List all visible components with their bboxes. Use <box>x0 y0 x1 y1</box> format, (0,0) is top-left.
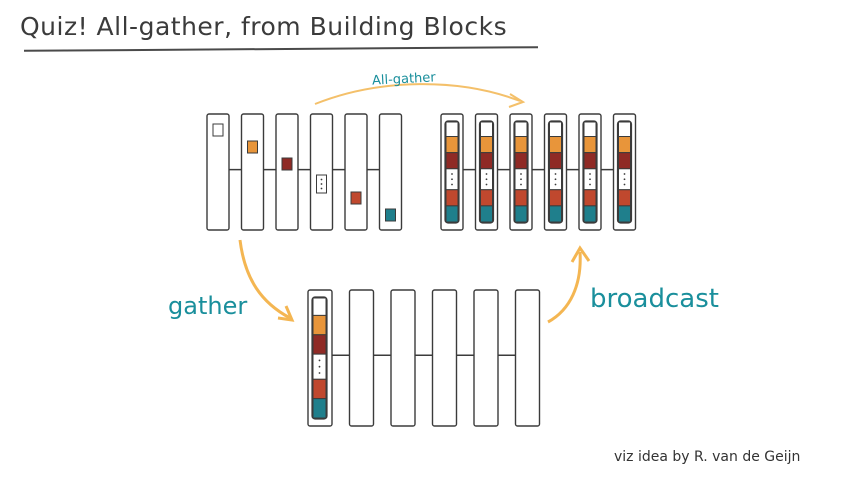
allgather-node-1-block-orange <box>445 136 459 154</box>
initial-node-2-block-orange <box>247 140 258 154</box>
allgather-node-5-block-teal <box>583 205 597 223</box>
credit-text: viz idea by R. van de Geijn <box>614 449 801 465</box>
broadcast-arrow <box>547 251 582 324</box>
allgather-node-4-stack-outline <box>547 120 564 224</box>
allgather-node-3-block-teal <box>514 205 528 223</box>
gather-root-block-white <box>312 297 327 316</box>
allgather-node-4-block-dark-red <box>549 152 562 170</box>
gather-root-block-orange <box>312 314 327 336</box>
allgather-node-6-block-white <box>618 121 631 138</box>
initial-node-1 <box>206 113 230 231</box>
initial-node-4 <box>309 113 334 231</box>
gather-root-block-teal <box>312 398 327 419</box>
initial-node-2 <box>240 113 265 231</box>
allgather-node-3-block-dark-red <box>514 152 528 170</box>
gather-root-ellipsis-dot <box>318 365 321 368</box>
allgather-node-5-block-red <box>583 189 597 207</box>
gather-root-ellipsis-dot <box>318 372 321 374</box>
allgather-node-3-ellipsis-dot <box>520 178 522 181</box>
initial-node-1-block-white <box>212 123 224 137</box>
gather-node-5 <box>473 289 499 427</box>
allgather-node-2-stack-outline <box>478 120 495 224</box>
initial-node-4-ellipsis-dot <box>320 178 323 181</box>
gather-node-6 <box>514 289 541 427</box>
allgather-node-3-ellipsis-dot <box>520 173 522 175</box>
allgather-node-2-block-white <box>480 121 493 138</box>
gather-arrowhead <box>277 305 295 322</box>
allgather-node-1-ellipsis-dot <box>451 178 453 181</box>
allgather-node-6-block-red <box>618 189 631 207</box>
allgather-node-1-block-teal <box>445 205 459 223</box>
gather-result-panel <box>307 289 541 427</box>
initial-node-5-block-red <box>350 191 362 205</box>
gather-node-4 <box>431 289 458 427</box>
allgather-node-6-ellipsis-dot <box>623 178 626 181</box>
gather-root-block-red <box>312 378 327 400</box>
allgather-node-5-block-dark-red <box>583 152 597 170</box>
allgather-node-6-stack-outline <box>616 120 633 224</box>
gather-node-3 <box>390 289 416 427</box>
allgather-node-2-block-orange <box>480 136 493 154</box>
allgather-node-1-block-red <box>445 189 459 207</box>
allgather-node-2-block-dark-red <box>480 152 493 170</box>
allgather-node-3-stack-outline <box>513 120 529 224</box>
allgather-node-6-block-dark-red <box>618 152 631 170</box>
allgather-node-5-ellipsis-dot <box>589 178 591 181</box>
allgather-node-2-ellipsis-dot <box>485 178 488 181</box>
allgather-node-1-ellipsis-dot <box>451 173 453 175</box>
allgather-node-6-block-orange <box>618 136 631 154</box>
allgather-node-4-block-red <box>549 189 562 207</box>
allgather-node-4-ellipsis-dot <box>554 183 557 186</box>
gather-node-2 <box>348 289 375 427</box>
initial-panel <box>206 113 403 231</box>
allgather-node-2-block-teal <box>480 205 493 223</box>
allgather-node-1-ellipsis-dot <box>451 183 453 186</box>
allgather-node-4-block-white <box>549 121 562 138</box>
initial-node-6-block-teal <box>385 208 396 222</box>
allgather-node-6-ellipsis-dot <box>623 173 626 175</box>
page-title: Quiz! All-gather, from Building Blocks <box>20 12 508 41</box>
gather-root-block-dark-red <box>312 334 327 355</box>
allgather-node-2-block-red <box>480 189 493 207</box>
gather-arrow <box>238 239 291 320</box>
allgather-node-1-block-white <box>445 121 459 138</box>
allgather-node-3-block-orange <box>514 136 528 154</box>
initial-node-3-block-dark-red <box>281 157 293 171</box>
gather-label: gather <box>168 292 248 320</box>
broadcast-arrowhead <box>570 245 591 263</box>
initial-node-5 <box>344 113 368 231</box>
broadcast-label: broadcast <box>590 284 719 314</box>
allgather-node-4-ellipsis-dot <box>554 173 557 175</box>
allgather-node-5-stack-outline <box>582 120 598 224</box>
allgather-node-4-block-orange <box>549 136 562 154</box>
gather-root-stack-outline <box>311 296 328 420</box>
allgather-node-5-block-orange <box>583 136 597 154</box>
allgather-node-3-block-white <box>514 121 528 138</box>
allgather-node-5-block-white <box>583 121 597 138</box>
initial-node-3 <box>275 113 299 231</box>
initial-node-6 <box>378 113 403 231</box>
allgather-node-4-block-teal <box>549 205 562 223</box>
allgather-node-5-ellipsis-dot <box>589 183 591 186</box>
all-gather-result-panel <box>440 113 637 231</box>
all-gather-arrowhead <box>508 93 526 108</box>
allgather-node-3-block-red <box>514 189 528 207</box>
initial-node-4-ellipsis-dot <box>320 187 323 190</box>
allgather-node-1-block-dark-red <box>445 152 459 170</box>
allgather-node-4-ellipsis-dot <box>554 178 557 181</box>
allgather-node-6-block-teal <box>618 205 631 223</box>
initial-node-4-ellipsis-dot <box>320 183 323 185</box>
allgather-node-5-ellipsis-dot <box>589 173 591 175</box>
allgather-node-2-ellipsis-dot <box>485 173 488 175</box>
allgather-node-2-ellipsis-dot <box>485 183 488 186</box>
all-gather-arrow <box>314 83 521 105</box>
allgather-node-1-stack-outline <box>444 120 460 224</box>
gather-root-ellipsis-dot <box>318 359 321 362</box>
allgather-node-3-ellipsis-dot <box>520 183 522 186</box>
allgather-node-6-ellipsis-dot <box>623 183 626 186</box>
